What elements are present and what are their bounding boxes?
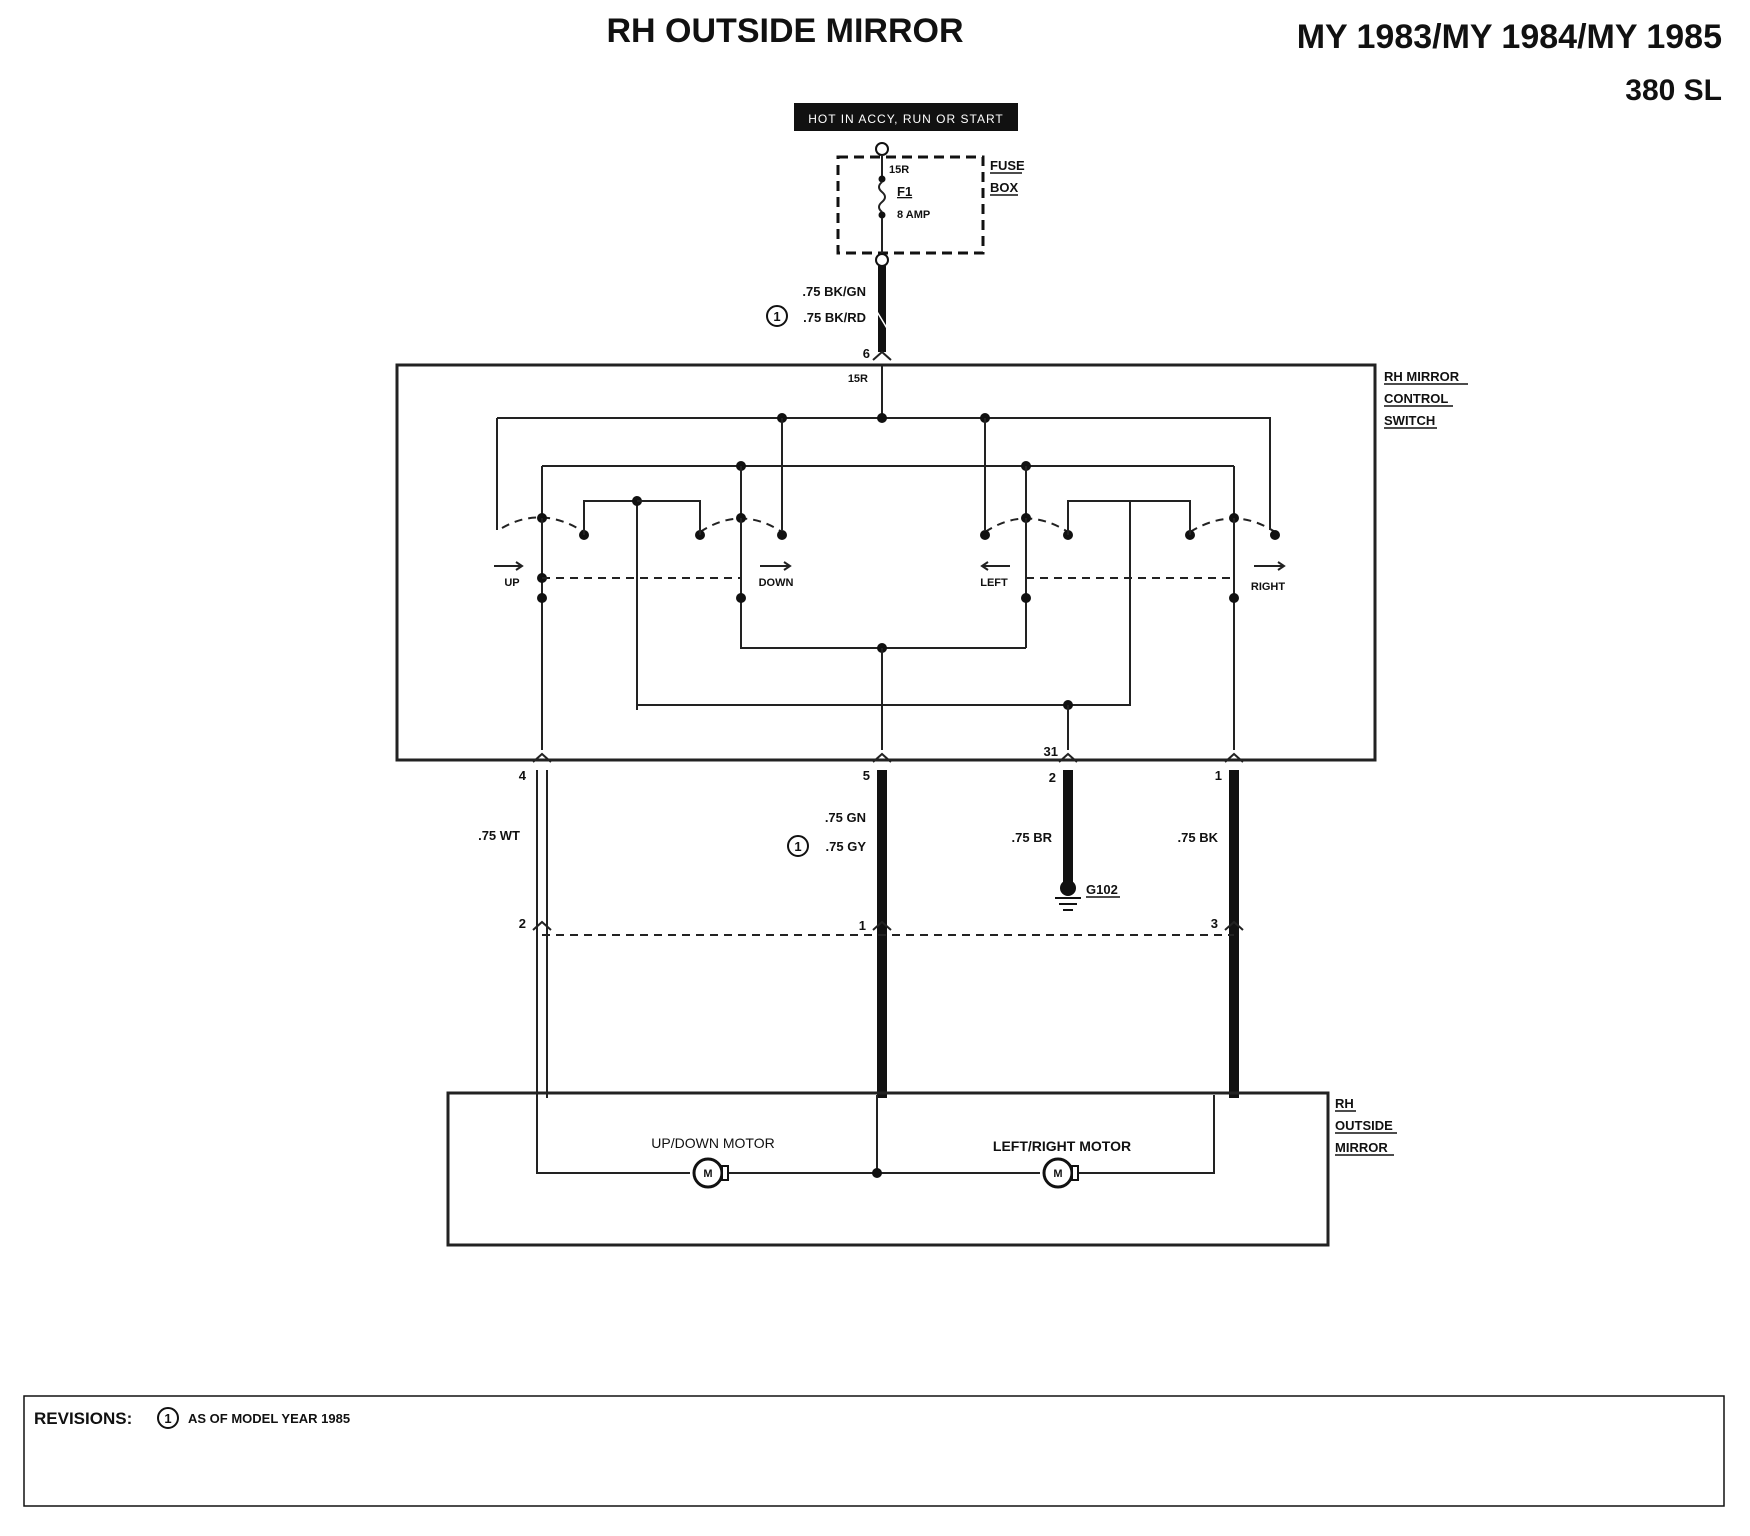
fuse-name: F1 [897,184,912,199]
switch-position-right: RIGHT [1251,581,1286,593]
fuse-box: 15R F1 8 AMP FUSE BOX [836,142,1025,255]
updown-motor-label: UP/DOWN MOTOR [651,1135,774,1151]
wire-bk-label: .75 BK [1178,830,1219,845]
leftright-motor: M [1042,1157,1079,1189]
switch-label-3: SWITCH [1384,413,1435,428]
mirror-label-1: RH [1335,1096,1354,1111]
revision-marker-icon [766,305,788,327]
mirror-control-switch: RH MIRROR CONTROL SWITCH [395,363,1468,762]
mirror-pin-gn: 1 [859,918,866,933]
power-source-label: HOT IN ACCY, RUN OR START [794,103,1018,131]
motor-icon: M [703,1168,712,1180]
feed-revision-marker: 1 [773,309,780,324]
switch-ground-terminal: 31 [1044,744,1058,759]
leftright-motor-label: LEFT/RIGHT MOTOR [993,1138,1131,1154]
mirror-label-2: OUTSIDE [1335,1118,1393,1133]
wire-wt-label: .75 WT [478,828,520,843]
wire-gn-label: .75 GN [825,810,866,825]
arrow-down-icon [760,561,792,571]
fuse-terminal: 15R [889,164,909,176]
wire-gy-label: .75 GY [826,839,867,854]
switch-input-pin: 6 [863,346,870,361]
wire-br-label: .75 BR [1012,830,1053,845]
arrow-up-icon [494,561,524,571]
switch-position-up: UP [504,577,519,589]
revision-marker-icon [787,835,809,857]
revisions-text: AS OF MODEL YEAR 1985 [188,1411,350,1426]
model-years: MY 1983/MY 1984/MY 1985 [1297,18,1722,56]
arrow-right-icon [1254,561,1286,571]
switch-output-pins: 4 5 2 1 [519,752,1244,785]
connector-symbol [872,350,892,361]
wire-harness: .75 WT .75 GN 1 .75 GY .75 BR G102 .75 B… [478,770,1244,1098]
switch-pin-wt: 4 [519,768,527,783]
switch-label-2: CONTROL [1384,391,1448,406]
switch-position-left: LEFT [980,577,1008,589]
revisions-label: REVISIONS: [34,1409,132,1428]
switch-position-down: DOWN [759,577,794,589]
fuse-rating: 8 AMP [897,209,930,221]
mirror-label-3: MIRROR [1335,1140,1388,1155]
hot-label: HOT IN ACCY, RUN OR START [808,112,1003,126]
switch-pin-bk: 1 [1215,768,1222,783]
arrow-left-icon [980,561,1010,571]
feed-wire-revision-color: .75 BK/RD [803,310,866,325]
revisions-marker: 1 [164,1411,171,1426]
revisions-box: REVISIONS: 1 AS OF MODEL YEAR 1985 [23,1395,1725,1507]
feed-wire-color: .75 BK/GN [802,284,866,299]
wire-gn-revision-marker: 1 [794,839,801,854]
switch-pin-br: 2 [1049,770,1056,785]
updown-motor: M [692,1157,729,1189]
switch-input-terminal: 15R [848,373,868,385]
switch-pin-gn: 5 [863,768,870,783]
fuse-symbol [878,181,886,213]
model-name: 380 SL [1625,74,1722,107]
diagram-title: RH OUTSIDE MIRROR [607,12,964,50]
ground-label: G102 [1086,882,1118,897]
switch-label-1: RH MIRROR [1384,369,1460,384]
fuse-box-label-1: FUSE [990,158,1025,173]
mirror-pin-wt: 2 [519,916,526,931]
mirror-pin-bk: 3 [1211,916,1218,931]
motor-icon: M [1053,1168,1062,1180]
feed-wire: .75 BK/GN 1 .75 BK/RD 6 15R [766,253,892,385]
revision-marker-icon [157,1407,179,1429]
fuse-box-label-2: BOX [990,180,1019,195]
outside-mirror: RH OUTSIDE MIRROR M M UP/DOWN MOTOR LEFT… [446,1091,1397,1247]
